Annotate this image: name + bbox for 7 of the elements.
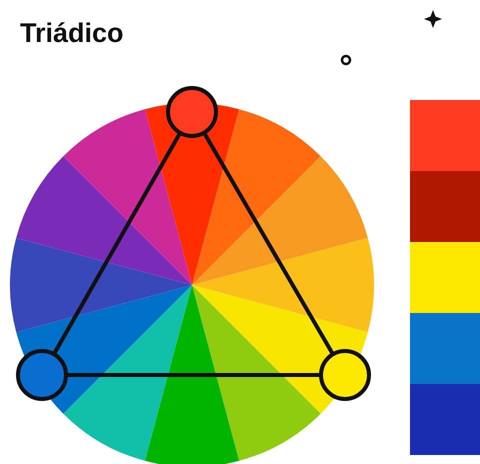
color-circle bbox=[319, 349, 371, 401]
triangle-line bbox=[66, 373, 321, 377]
color-circle bbox=[166, 86, 218, 138]
color-circle bbox=[16, 349, 68, 401]
title: Triádico bbox=[20, 18, 124, 49]
triangle-line bbox=[52, 132, 182, 356]
triangle-line bbox=[202, 132, 335, 356]
